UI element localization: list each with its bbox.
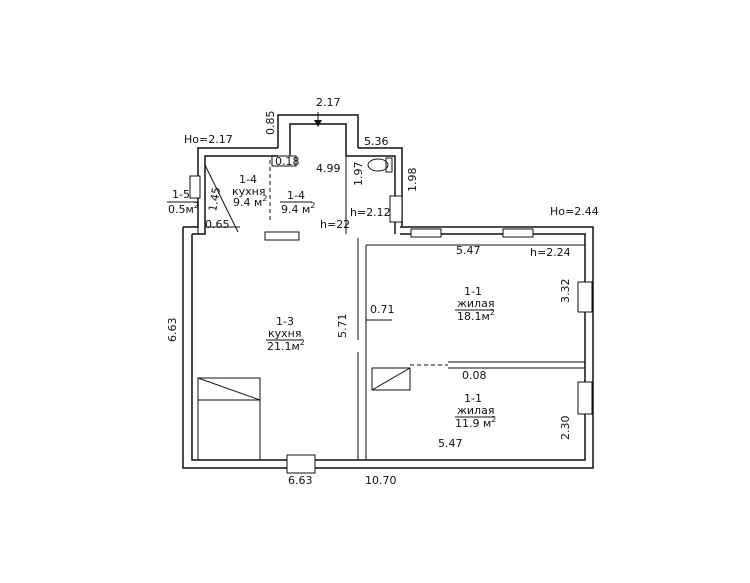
dim-2-30: 2.30: [559, 416, 572, 441]
dim-0-65: 0.65: [205, 218, 230, 231]
room-1-4-hall-id: 1-4: [287, 189, 305, 202]
dim-1-45: 1.45: [206, 186, 223, 212]
room-1-3-area: 21.1м2: [267, 338, 305, 353]
dim-5-71: 5.71: [336, 314, 349, 339]
dim-0-71: 0.71: [370, 303, 395, 316]
room-1-5-area: 0.5м2: [168, 201, 199, 216]
ho-right-label: Ho=2.44: [550, 205, 599, 218]
dim-0-08: 0.08: [462, 369, 487, 382]
room-1-5-id: 1-5: [172, 188, 190, 201]
dim-10-70: 10.70: [365, 474, 397, 487]
dim-0-18: 0.18: [275, 155, 300, 168]
dim-4-99: 4.99: [316, 162, 341, 175]
dim-6-63-bottom: 6.63: [288, 474, 313, 487]
room-1-3-id: 1-3: [276, 315, 294, 328]
windows: [189, 175, 593, 474]
room-1-1-upper-id: 1-1: [464, 285, 482, 298]
ho-left-label: Ho=2.17: [184, 133, 233, 146]
dim-5-36: 5.36: [364, 135, 389, 148]
dim-3-32: 3.32: [559, 279, 572, 304]
room-1-4-kitchen-id: 1-4: [239, 173, 257, 186]
room-1-4-kitchen-area: 9.4 м2: [233, 194, 267, 209]
dim-1-98: 1.98: [406, 168, 419, 193]
dim-0-85: 0.85: [264, 111, 277, 136]
room-1-1-upper-name: жилая: [457, 297, 494, 310]
room-1-4-hall-area: 9.4 м2: [281, 201, 315, 216]
h-hall-label: h=2.12: [350, 206, 391, 219]
room-1-3-name: кухня: [268, 327, 301, 340]
dim-5-47-top: 5.47: [456, 244, 481, 257]
dim-6-63-left: 6.63: [166, 318, 179, 343]
room-1-1-upper-area: 18.1м2: [457, 308, 495, 323]
room-1-1-lower-id: 1-1: [464, 392, 482, 405]
h-room-label: h=2.24: [530, 246, 571, 259]
room-1-1-lower-name: жилая: [457, 404, 494, 417]
dim-1-97: 1.97: [352, 162, 365, 187]
room-1-1-lower-area: 11.9 м2: [455, 415, 496, 430]
h-bottom-label: h=22: [320, 218, 350, 231]
dim-5-47-bottom: 5.47: [438, 437, 463, 450]
outer-walls: [182, 114, 594, 469]
interior-walls: [197, 112, 585, 461]
room-1-4-kitchen-name: кухня: [232, 185, 265, 198]
dim-top-2-17: 2.17: [316, 96, 341, 109]
